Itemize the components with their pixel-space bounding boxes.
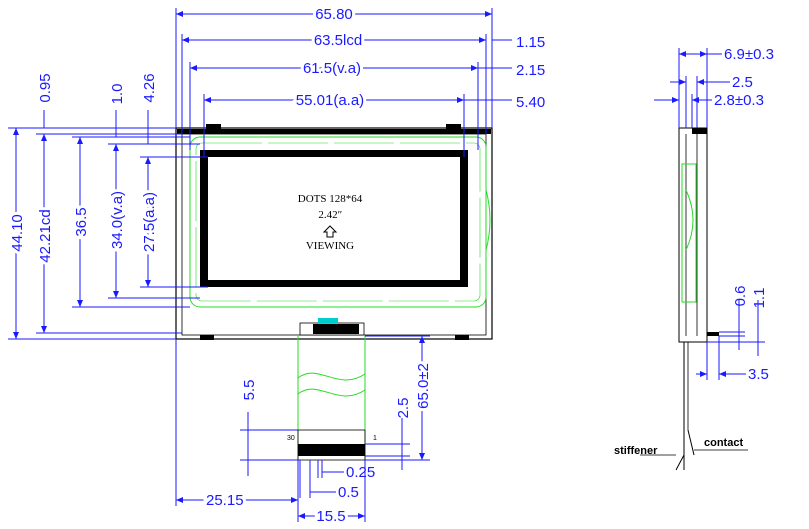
- fpc-dimensions: 5.5 2.5 65.0±2 0.25 0.5 25.15 15.5: [175, 335, 435, 528]
- dim-fpc-pad: 0.5: [338, 484, 359, 501]
- dim-aa-height: 27.5(a.a): [141, 192, 158, 252]
- dim-lcd-width: 63.5lcd: [314, 32, 362, 49]
- dim-side-0-6: 0.6: [732, 286, 749, 307]
- light-guide-bulge: [485, 189, 491, 251]
- side-body: [678, 127, 708, 343]
- dim-va-offset: 2.15: [516, 62, 545, 79]
- fpc-cable: 30 1: [287, 336, 377, 461]
- dim-outline-height: 44.10: [9, 214, 26, 252]
- connector-cyan-strip: [318, 318, 338, 323]
- light-guide-outer: [189, 136, 487, 308]
- dim-va-width: 61.5(v.a): [303, 60, 361, 77]
- corner-tab-bottom-left: [200, 335, 214, 340]
- right-offset-dimensions: 1.15 2.15 5.40: [464, 34, 545, 111]
- fpc-break-line-1: [297, 372, 366, 381]
- dim-aa-offset: 5.40: [516, 94, 545, 111]
- dim-side-3-5: 3.5: [748, 366, 769, 383]
- dim-fpc-2-5: 2.5: [395, 398, 412, 419]
- side-top-lip: [692, 128, 707, 134]
- fpc-break-line-2: [297, 388, 366, 397]
- left-dimensions: 44.10 42.21cd 36.5 34.0(v.a) 27.5(a.a) 0…: [6, 73, 208, 340]
- viewing-label: VIEWING: [306, 240, 354, 252]
- diagonal-size-label: 2.42ʺ: [318, 209, 341, 221]
- fpc-pin-first: 30: [287, 435, 295, 442]
- dim-top-offset-3: 4.26: [141, 73, 158, 102]
- light-guide-inner: [195, 142, 481, 302]
- fpc-pin-last: 1: [373, 435, 377, 442]
- dim-side-2-8: 2.8±0.3: [714, 92, 764, 109]
- dim-outline-width: 65.80: [315, 6, 353, 23]
- side-view: 6.9±0.3 2.5 2.8±0.3 0.6 1.1 3.5 stiffene…: [614, 46, 774, 471]
- connector-pins: [313, 324, 359, 334]
- active-area: [208, 157, 460, 280]
- viewing-direction-arrow-icon: [322, 225, 338, 238]
- module-outline: [175, 127, 493, 340]
- dim-lcd-height: 42.21cd: [37, 209, 54, 262]
- dim-fpc-offset: 25.15: [206, 492, 244, 509]
- dim-side-1-1: 1.1: [751, 288, 768, 309]
- dim-va-height: 34.0(v.a): [109, 191, 126, 249]
- side-fpc-bend: [675, 430, 685, 471]
- bezel-top-band: [177, 129, 491, 134]
- front-view: DOTS 128*64 2.42ʺ VIEWING 30 1 65.80: [6, 3, 545, 528]
- corner-tab-bottom-right: [455, 335, 469, 340]
- dim-lcd-offset: 1.15: [516, 34, 545, 51]
- stiffener-label: stiffener: [614, 445, 658, 457]
- dim-36-5: 36.5: [73, 207, 90, 236]
- dim-top-offset-2: 1.0: [109, 84, 126, 105]
- dim-side-thickness: 6.9±0.3: [724, 46, 774, 63]
- fpc-contact-pads: [298, 444, 365, 456]
- side-connector: [707, 332, 719, 336]
- dim-aa-width: 55.01(a.a): [296, 92, 364, 109]
- dots-label: DOTS 128*64: [298, 193, 363, 205]
- contact-label: contact: [704, 437, 743, 449]
- corner-tab-top-left: [206, 124, 221, 129]
- dim-fpc-width: 15.5: [316, 508, 345, 525]
- top-dimensions: 65.80 63.5lcd 61.5(v.a) 55.01(a.a): [175, 3, 493, 157]
- dim-side-2-5: 2.5: [732, 74, 753, 91]
- dim-top-offset-1: 0.95: [37, 73, 54, 102]
- dim-fpc-length: 65.0±2: [415, 363, 432, 409]
- side-light-guide: [681, 163, 697, 303]
- corner-tab-top-right: [446, 124, 461, 129]
- side-light-guide-bulge: [685, 189, 694, 251]
- dim-fpc-5-5: 5.5: [241, 380, 258, 401]
- dim-fpc-pitch: 0.25: [346, 464, 375, 481]
